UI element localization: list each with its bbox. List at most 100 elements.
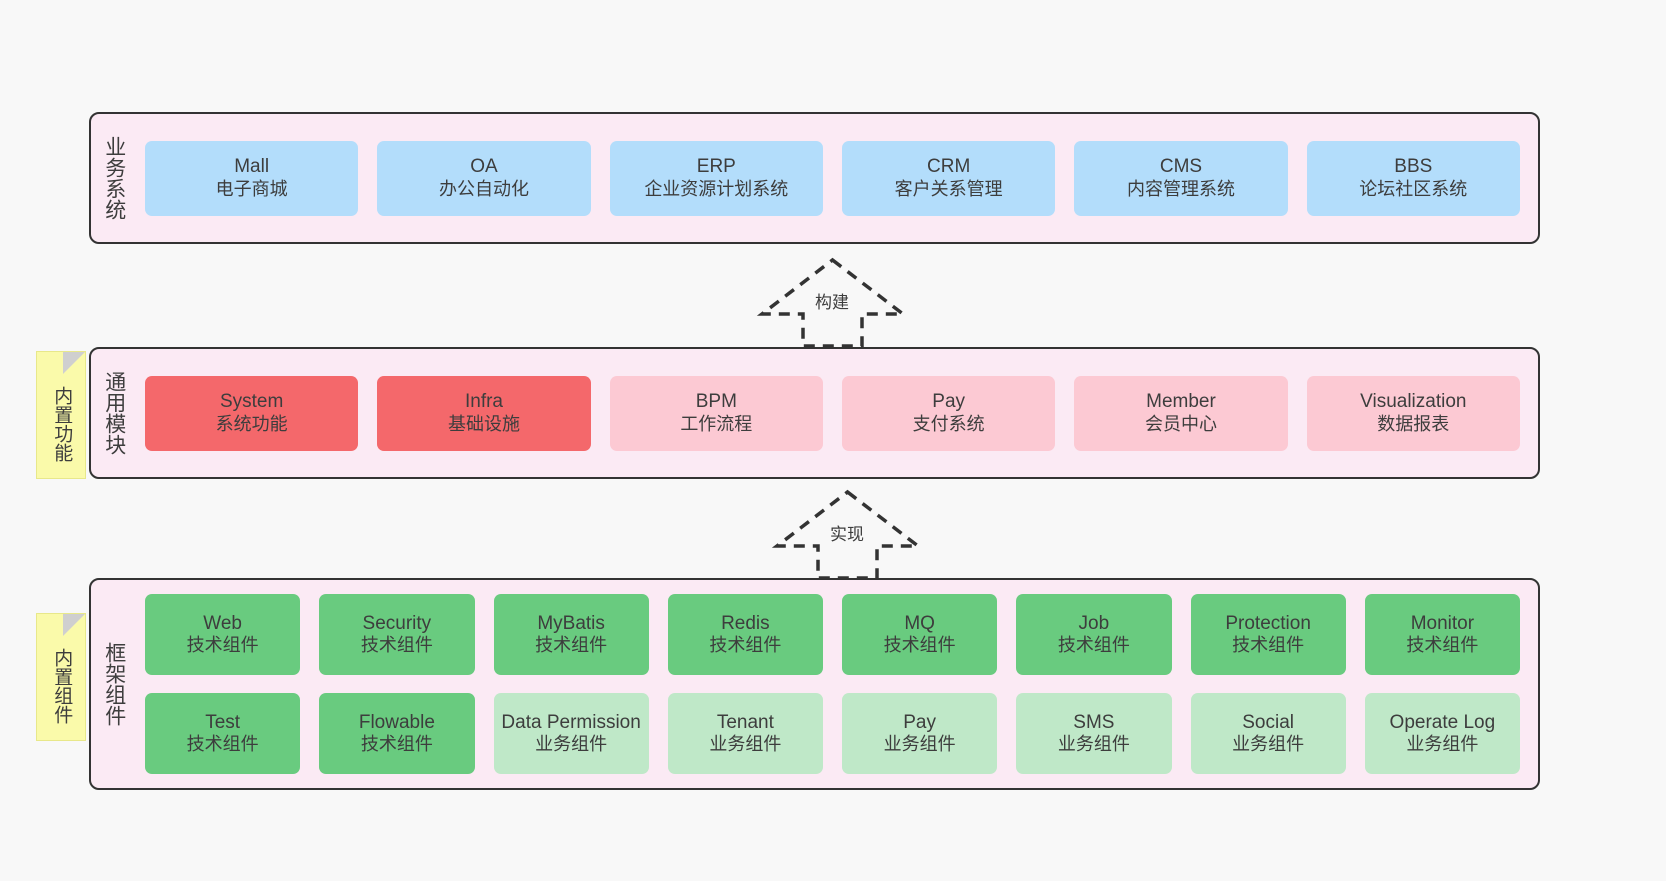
layer-title-framework-component: 框架组件 (102, 642, 126, 726)
card-redis-subtitle: 技术组件 (709, 635, 782, 656)
card-system-title: System (219, 391, 284, 413)
layer-business-system: 业务系统 Mall 电子商城 OA 办公自动化 ERP 企业资源计划系统 CRM… (89, 112, 1540, 244)
framework-business-component-row: Test 技术组件 Flowable 技术组件 Data Permission … (145, 693, 1520, 774)
card-monitor-title: Monitor (1410, 612, 1475, 634)
layer-body-business-system: Mall 电子商城 OA 办公自动化 ERP 企业资源计划系统 CRM 客户关系… (137, 114, 1538, 242)
card-erp-title: ERP (696, 156, 736, 178)
card-member-subtitle: 会员中心 (1144, 413, 1217, 434)
card-crm[interactable]: CRM 客户关系管理 (841, 140, 1056, 216)
connector-build: 构建 (756, 257, 909, 348)
card-monitor[interactable]: Monitor 技术组件 (1364, 594, 1520, 675)
card-operate-log-subtitle: 业务组件 (1406, 734, 1479, 755)
card-operate-log[interactable]: Operate Log 业务组件 (1364, 693, 1520, 774)
card-sms-title: SMS (1073, 711, 1115, 733)
card-pay[interactable]: Pay 支付系统 (841, 375, 1056, 451)
card-pay-business-subtitle: 业务组件 (883, 734, 956, 755)
sticky-note-builtin-component: 内置组件 (36, 613, 86, 741)
card-pay-title: Pay (932, 391, 966, 413)
card-protection-title: Protection (1225, 612, 1311, 634)
card-protection[interactable]: Protection 技术组件 (1190, 594, 1346, 675)
card-test[interactable]: Test 技术组件 (145, 693, 301, 774)
card-oa-subtitle: 办公自动化 (438, 178, 529, 199)
card-data-permission[interactable]: Data Permission 业务组件 (493, 693, 649, 774)
card-system[interactable]: System 系统功能 (145, 375, 359, 451)
card-tenant-title: Tenant (716, 711, 774, 733)
card-bbs-subtitle: 论坛社区系统 (1359, 178, 1468, 199)
card-visualization[interactable]: Visualization 数据报表 (1306, 375, 1520, 451)
card-mq[interactable]: MQ 技术组件 (842, 594, 998, 675)
card-mybatis-title: MyBatis (537, 612, 605, 634)
card-test-title: Test (205, 711, 241, 733)
card-visualization-subtitle: 数据报表 (1377, 413, 1450, 434)
card-member[interactable]: Member 会员中心 (1074, 375, 1288, 451)
card-mall-title: Mall (234, 156, 270, 178)
card-bbs[interactable]: BBS 论坛社区系统 (1306, 140, 1520, 216)
layer-body-common-module: System 系统功能 Infra 基础设施 BPM 工作流程 Pay 支付系统… (137, 349, 1538, 477)
card-tenant[interactable]: Tenant 业务组件 (667, 693, 823, 774)
layer-title-business-system: 业务系统 (102, 136, 126, 220)
card-cms[interactable]: CMS 内容管理系统 (1074, 140, 1288, 216)
connector-implement-label: 实现 (827, 526, 867, 543)
layer-common-module: 通用模块 System 系统功能 Infra 基础设施 BPM 工作流程 Pay… (89, 347, 1540, 479)
card-redis[interactable]: Redis 技术组件 (667, 594, 823, 675)
card-data-permission-subtitle: 业务组件 (535, 734, 608, 755)
card-security-subtitle: 技术组件 (360, 635, 433, 656)
sticky-note-builtin-function-label: 内置功能 (51, 386, 73, 462)
card-security[interactable]: Security 技术组件 (319, 594, 475, 675)
card-mall[interactable]: Mall 电子商城 (145, 140, 359, 216)
card-erp[interactable]: ERP 企业资源计划系统 (609, 140, 823, 216)
card-mq-subtitle: 技术组件 (883, 635, 956, 656)
card-web-title: Web (203, 612, 242, 634)
card-test-subtitle: 技术组件 (186, 734, 259, 755)
card-oa[interactable]: OA 办公自动化 (377, 140, 591, 216)
card-bpm[interactable]: BPM 工作流程 (609, 375, 823, 451)
card-job[interactable]: Job 技术组件 (1016, 594, 1172, 675)
layer-title-common-module: 通用模块 (102, 371, 126, 455)
connector-implement: 实现 (771, 489, 924, 580)
card-social-title: Social (1242, 711, 1294, 733)
layer-body-framework-component: Web 技术组件 Security 技术组件 MyBatis 技术组件 Redi… (137, 580, 1538, 788)
card-member-title: Member (1146, 391, 1216, 413)
card-mq-title: MQ (904, 612, 935, 634)
card-operate-log-title: Operate Log (1389, 711, 1496, 733)
card-cms-subtitle: 内容管理系统 (1126, 178, 1235, 199)
connector-implement-arrow-icon (771, 489, 924, 580)
card-bpm-subtitle: 工作流程 (680, 413, 753, 434)
card-data-permission-title: Data Permission (501, 711, 641, 733)
sticky-note-builtin-function: 内置功能 (36, 351, 86, 479)
framework-tech-component-row: Web 技术组件 Security 技术组件 MyBatis 技术组件 Redi… (145, 594, 1520, 675)
connector-build-label: 构建 (812, 294, 852, 311)
card-security-title: Security (362, 612, 432, 634)
sticky-note-builtin-component-label: 内置组件 (51, 648, 73, 724)
card-flowable-subtitle: 技术组件 (360, 734, 433, 755)
card-crm-subtitle: 客户关系管理 (894, 178, 1003, 199)
card-monitor-subtitle: 技术组件 (1406, 635, 1479, 656)
card-cms-title: CMS (1159, 156, 1203, 178)
card-social[interactable]: Social 业务组件 (1190, 693, 1346, 774)
card-redis-title: Redis (721, 612, 770, 634)
card-tenant-subtitle: 业务组件 (709, 734, 782, 755)
card-infra-subtitle: 基础设施 (447, 413, 520, 434)
card-mall-subtitle: 电子商城 (215, 178, 288, 199)
card-mybatis[interactable]: MyBatis 技术组件 (493, 594, 649, 675)
card-social-subtitle: 业务组件 (1232, 734, 1305, 755)
layer-framework-component: 框架组件 Web 技术组件 Security 技术组件 MyBatis 技术组件… (89, 578, 1540, 790)
card-protection-subtitle: 技术组件 (1232, 635, 1305, 656)
business-system-card-row: Mall 电子商城 OA 办公自动化 ERP 企业资源计划系统 CRM 客户关系… (145, 140, 1520, 216)
card-web[interactable]: Web 技术组件 (145, 594, 301, 675)
card-bpm-title: BPM (695, 391, 737, 413)
card-pay-business-title: Pay (903, 711, 936, 733)
card-mybatis-subtitle: 技术组件 (535, 635, 608, 656)
card-flowable[interactable]: Flowable 技术组件 (319, 693, 475, 774)
card-sms[interactable]: SMS 业务组件 (1016, 693, 1172, 774)
card-infra[interactable]: Infra 基础设施 (377, 375, 591, 451)
card-oa-title: OA (470, 156, 498, 178)
common-module-card-row: System 系统功能 Infra 基础设施 BPM 工作流程 Pay 支付系统… (145, 375, 1520, 451)
card-bbs-title: BBS (1394, 156, 1433, 178)
card-system-subtitle: 系统功能 (215, 413, 288, 434)
card-crm-title: CRM (927, 156, 971, 178)
card-web-subtitle: 技术组件 (186, 635, 259, 656)
card-pay-business[interactable]: Pay 业务组件 (842, 693, 998, 774)
card-job-title: Job (1078, 612, 1110, 634)
